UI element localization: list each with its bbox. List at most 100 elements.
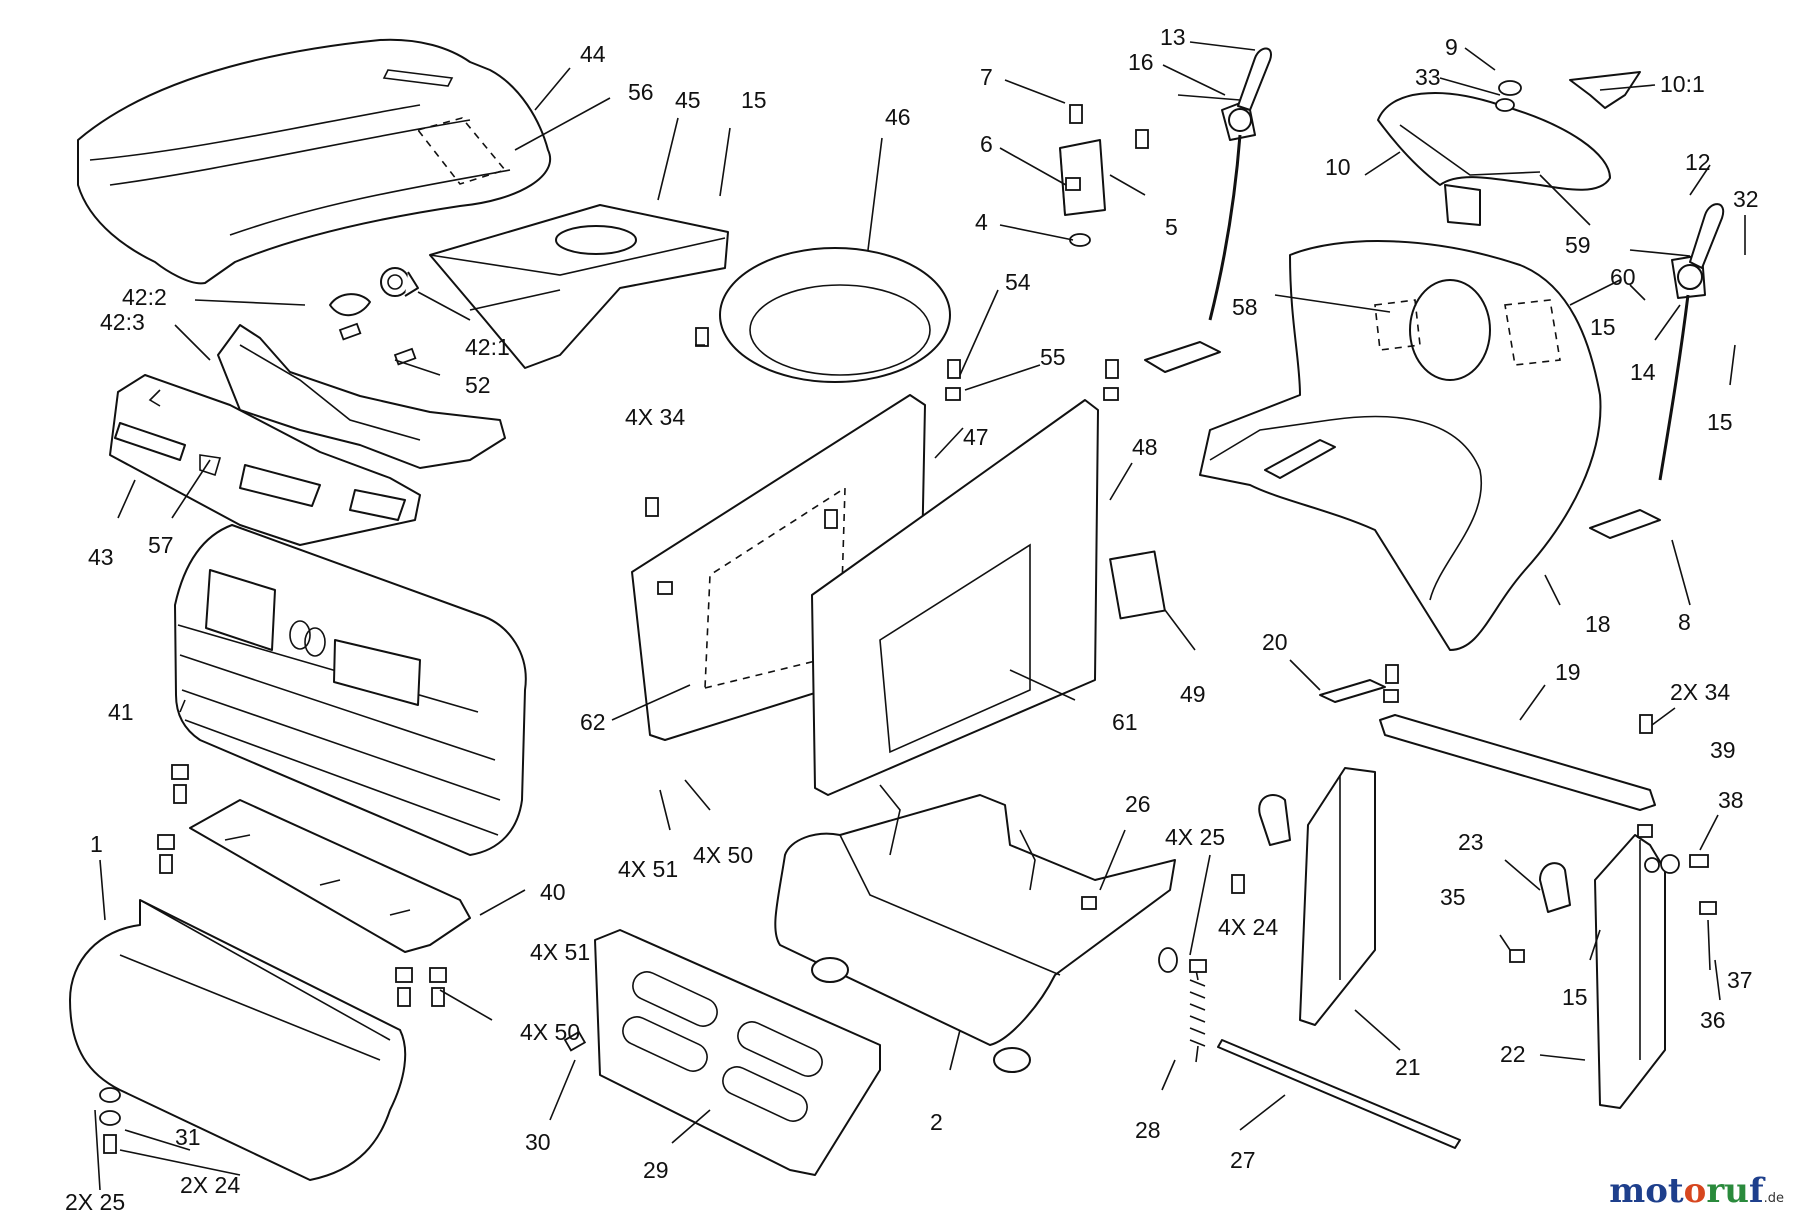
callout-1: 1 bbox=[90, 831, 103, 857]
callout-7: 7 bbox=[980, 64, 993, 90]
fasteners-left bbox=[99, 322, 587, 1154]
part-grille-frame bbox=[109, 374, 421, 546]
callout-49: 49 bbox=[1180, 681, 1206, 707]
callout-12: 12 bbox=[1685, 149, 1711, 175]
callout-22: 22 bbox=[1500, 1041, 1526, 1067]
part-seat-pan bbox=[719, 247, 951, 383]
callout-30: 30 bbox=[525, 1129, 551, 1155]
callout-2x24: 2X 24 bbox=[180, 1172, 240, 1198]
callout-32: 32 bbox=[1733, 186, 1759, 212]
part-throttle-lever bbox=[1144, 47, 1272, 373]
callout-18: 18 bbox=[1585, 611, 1611, 637]
callout-6: 6 bbox=[980, 131, 993, 157]
callout-62: 62 bbox=[580, 709, 606, 735]
part-rod bbox=[1217, 1039, 1461, 1149]
part-headlight bbox=[329, 267, 419, 317]
callout-35: 35 bbox=[1440, 884, 1466, 910]
callout-36: 36 bbox=[1700, 1007, 1726, 1033]
callout-4x50b: 4X 50 bbox=[520, 1019, 580, 1045]
part-steering-wheel bbox=[1377, 71, 1641, 226]
callout-26: 26 bbox=[1125, 791, 1151, 817]
callout-40: 40 bbox=[540, 879, 566, 905]
callout-47: 47 bbox=[963, 424, 989, 450]
callout-42-3: 42:3 bbox=[100, 309, 145, 335]
callout-45: 45 bbox=[675, 87, 701, 113]
callout-14: 14 bbox=[1630, 359, 1656, 385]
callout-2x25: 2X 25 bbox=[65, 1189, 125, 1215]
callout-4x24: 4X 24 bbox=[1218, 914, 1278, 940]
leader-lines bbox=[94, 41, 1746, 1191]
callout-48: 48 bbox=[1132, 434, 1158, 460]
callout-39: 39 bbox=[1710, 737, 1736, 763]
callout-4x25: 4X 25 bbox=[1165, 824, 1225, 850]
callout-58: 58 bbox=[1232, 294, 1258, 320]
callout-15: 15 bbox=[741, 87, 767, 113]
callout-19: 19 bbox=[1555, 659, 1581, 685]
part-bumper bbox=[69, 899, 407, 1181]
bolt-54b bbox=[1105, 359, 1119, 379]
callout-20: 20 bbox=[1262, 629, 1288, 655]
callout-46: 46 bbox=[885, 104, 911, 130]
callout-54: 54 bbox=[1005, 269, 1031, 295]
callout-4x34a: 4X 34 bbox=[625, 404, 685, 430]
part-bracket-plate bbox=[189, 799, 471, 953]
callout-52: 52 bbox=[465, 372, 491, 398]
callout-8: 8 bbox=[1678, 609, 1691, 635]
callout-2: 2 bbox=[930, 1109, 943, 1135]
part-side-panel-right bbox=[811, 399, 1099, 796]
callout-29: 29 bbox=[643, 1157, 669, 1183]
callout-59: 59 bbox=[1565, 232, 1591, 258]
callout-31: 31 bbox=[175, 1124, 201, 1150]
callout-4x51a: 4X 51 bbox=[618, 856, 678, 882]
callout-60: 60 bbox=[1610, 264, 1636, 290]
part-crossbar bbox=[1379, 714, 1656, 811]
callout-33: 33 bbox=[1415, 64, 1441, 90]
logo-text-3: ru bbox=[1706, 1171, 1749, 1211]
callout-37: 37 bbox=[1727, 967, 1753, 993]
part-side-bracket-right bbox=[1539, 834, 1717, 1109]
callout-42-2: 42:2 bbox=[122, 284, 167, 310]
callout-16: 16 bbox=[1128, 49, 1154, 75]
callout-4: 4 bbox=[975, 209, 988, 235]
part-grille bbox=[174, 524, 527, 856]
part-floor-plate bbox=[594, 929, 881, 1176]
part-fender bbox=[1199, 240, 1602, 651]
callout-21: 21 bbox=[1395, 1054, 1421, 1080]
part-choke-lever bbox=[1589, 203, 1725, 539]
callout-56: 56 bbox=[628, 79, 654, 105]
callout-41: 41 bbox=[108, 699, 134, 725]
callout-5: 5 bbox=[1165, 214, 1178, 240]
callout-15b: 15 bbox=[1590, 314, 1616, 340]
callout-15c: 15 bbox=[1707, 409, 1733, 435]
callout-42-1: 42:1 bbox=[465, 334, 510, 360]
callout-15d: 15 bbox=[1562, 984, 1588, 1010]
part-decal bbox=[1109, 550, 1166, 620]
callout-27: 27 bbox=[1230, 1147, 1256, 1173]
callout-4x50a: 4X 50 bbox=[693, 842, 753, 868]
callout-4x51b: 4X 51 bbox=[530, 939, 590, 965]
part-bracket bbox=[1059, 104, 1149, 247]
logo-suffix: .de bbox=[1763, 1191, 1784, 1206]
callout-10: 10 bbox=[1325, 154, 1351, 180]
callout-57: 57 bbox=[148, 532, 174, 558]
logo-text-1: mot bbox=[1609, 1171, 1684, 1211]
callout-13: 13 bbox=[1160, 24, 1186, 50]
nut-55b bbox=[1103, 387, 1119, 401]
callout-10-1: 10:1 bbox=[1660, 71, 1705, 97]
callout-23: 23 bbox=[1458, 829, 1484, 855]
callout-9: 9 bbox=[1445, 34, 1458, 60]
watermark-logo: motoruf.de bbox=[1609, 1171, 1784, 1211]
bolt-54 bbox=[947, 359, 961, 379]
part-grille-insert bbox=[217, 324, 506, 469]
part-dash-panel bbox=[429, 204, 729, 369]
part-hood bbox=[77, 38, 551, 285]
part-side-bracket-left bbox=[1258, 767, 1376, 1026]
callout-38: 38 bbox=[1718, 787, 1744, 813]
callout-labels: 44 56 45 15 46 7 16 13 9 33 10:1 10 12 3… bbox=[65, 24, 1759, 1215]
part-frame bbox=[774, 784, 1176, 1073]
logo-text-4: f bbox=[1748, 1171, 1764, 1211]
callout-44: 44 bbox=[580, 41, 606, 67]
callout-28: 28 bbox=[1135, 1117, 1161, 1143]
